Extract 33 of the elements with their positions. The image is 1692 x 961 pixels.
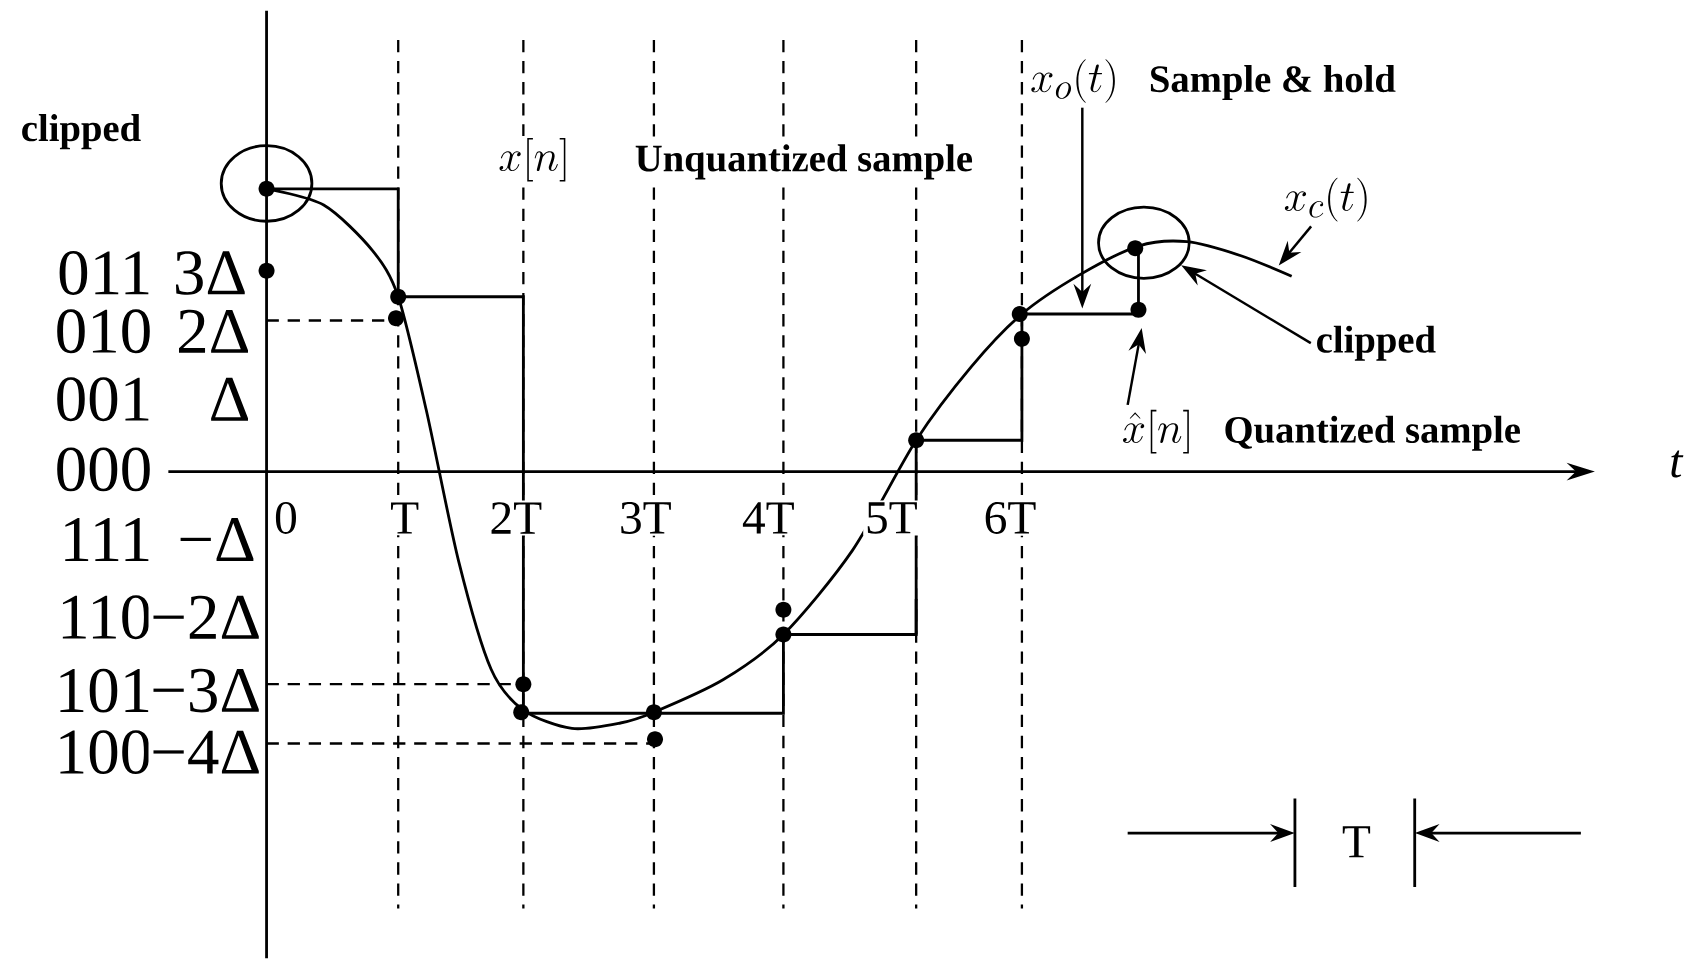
tick-label: 3T: [617, 500, 674, 536]
annotation: $\hat{x}[n]$ Quantized sample: [1118, 406, 1525, 457]
tick-label: 2T: [487, 500, 544, 536]
annotation: $x_{o}(t)$ Sample & hold: [1026, 55, 1400, 107]
tick-label: T: [388, 500, 421, 535]
tick-label: 110: [62, 595, 150, 639]
clip-ellipse: [1097, 205, 1191, 280]
tick-label: 011: [59, 250, 149, 295]
tick-label: 010: [57, 309, 150, 353]
tick-label: 6T: [981, 500, 1039, 536]
annotation-label: Unquantized sample: [633, 142, 975, 181]
annotation: $x_{c}(t)$: [1280, 174, 1375, 225]
annotation-label: clipped: [19, 112, 143, 151]
tick-label: 111: [65, 517, 149, 561]
tick-label: 3Δ: [171, 249, 249, 297]
formula-label: $x[n]$: [496, 135, 572, 184]
tick-label: 000: [57, 447, 150, 492]
tick-label: Δ: [206, 375, 253, 423]
tick-label: T: [1340, 824, 1373, 859]
tick-label: 001: [57, 377, 149, 421]
tick-label: 0: [272, 499, 300, 536]
tick-label: −Δ: [175, 516, 258, 563]
tick-label: 2Δ: [174, 307, 253, 355]
clip-ellipse: [219, 144, 314, 223]
tick-label: −4Δ: [148, 728, 263, 776]
tick-label: 5T: [863, 500, 920, 536]
tick-label: 101: [60, 668, 149, 713]
tick-label: 100: [60, 729, 150, 774]
axis-label: t: [1667, 448, 1685, 480]
tick-label: 4T: [740, 500, 797, 536]
tick-label: −2Δ: [148, 593, 263, 641]
tick-label: −3Δ: [148, 666, 263, 714]
annotation: clipped: [1312, 321, 1440, 364]
